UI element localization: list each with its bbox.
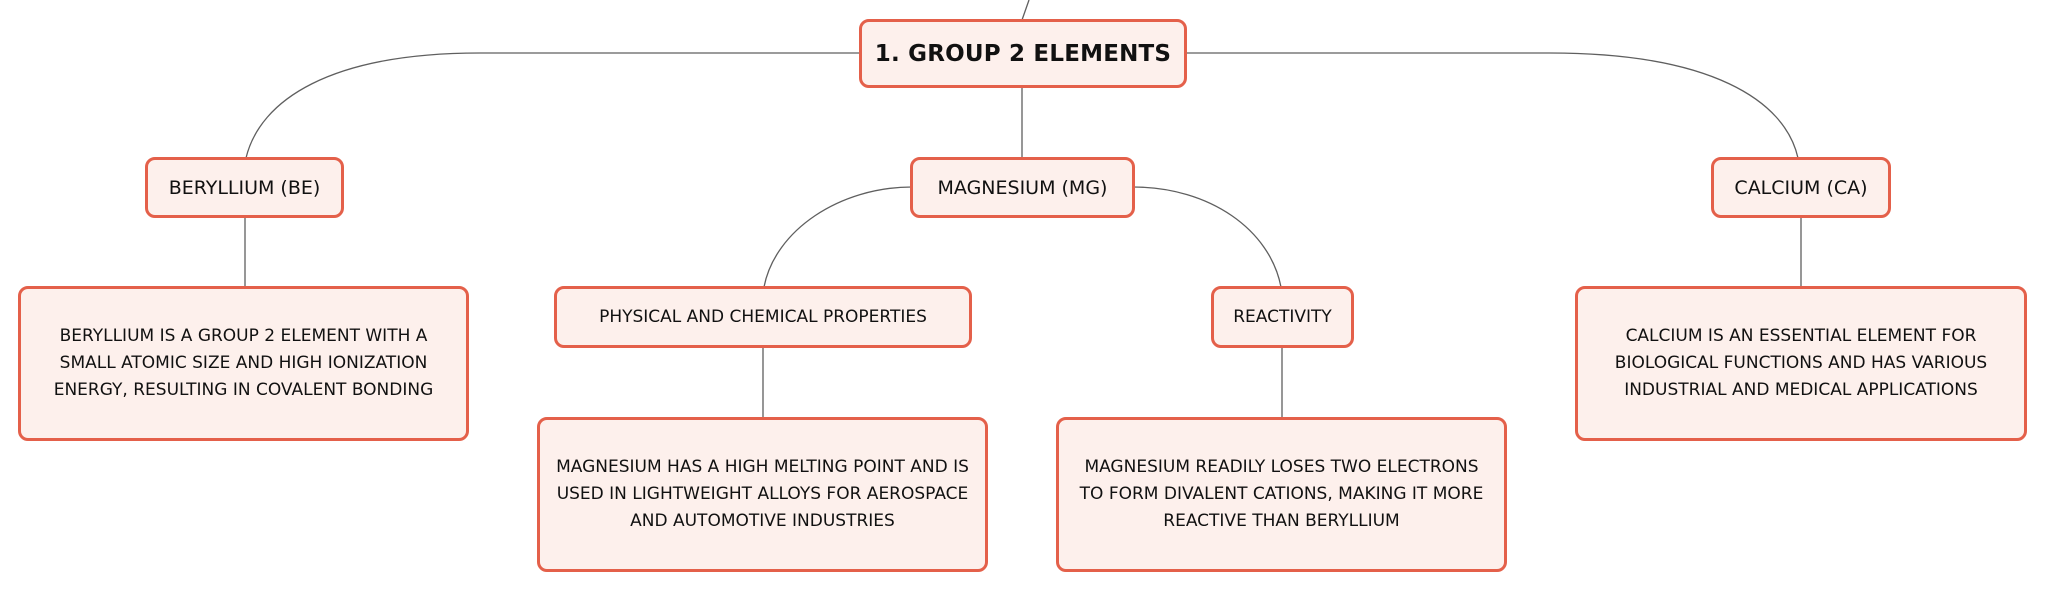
calcium-detail-text: Calcium is an essential element for biol…	[1614, 326, 1988, 400]
connector-root-parent	[1021, 0, 1030, 21]
physical-chemical-properties-label: Physical and Chemical Properties	[599, 307, 927, 327]
reactivity-node[interactable]: Reactivity	[1211, 286, 1354, 348]
connector-root-calcium	[1186, 52, 1799, 159]
calcium-node[interactable]: Calcium (Ca)	[1711, 157, 1891, 218]
connector-magnesium-reactivity	[1132, 186, 1282, 288]
reactivity-label: Reactivity	[1233, 307, 1332, 327]
calcium-node-label: Calcium (Ca)	[1734, 176, 1868, 199]
root-node-label: 1. Group 2 Elements	[874, 40, 1172, 67]
magnesium-node-label: Magnesium (Mg)	[937, 176, 1108, 199]
properties-detail-node[interactable]: Magnesium has a high melting point and i…	[537, 417, 988, 572]
beryllium-detail-text: Beryllium is a group 2 element with a sm…	[53, 326, 434, 400]
reactivity-detail-node[interactable]: Magnesium readily loses two electrons to…	[1056, 417, 1507, 572]
connector-root-beryllium	[245, 52, 860, 159]
properties-detail-text: Magnesium has a high melting point and i…	[556, 457, 969, 531]
magnesium-node[interactable]: Magnesium (Mg)	[910, 157, 1135, 218]
beryllium-detail-node[interactable]: Beryllium is a group 2 element with a sm…	[18, 286, 469, 441]
root-node[interactable]: 1. Group 2 Elements	[859, 19, 1187, 88]
beryllium-node[interactable]: Beryllium (Be)	[145, 157, 344, 218]
calcium-detail-node[interactable]: Calcium is an essential element for biol…	[1575, 286, 2027, 441]
reactivity-detail-text: Magnesium readily loses two electrons to…	[1079, 457, 1484, 531]
connector-magnesium-properties	[763, 186, 913, 288]
physical-chemical-properties-node[interactable]: Physical and Chemical Properties	[554, 286, 972, 348]
beryllium-node-label: Beryllium (Be)	[168, 176, 321, 199]
